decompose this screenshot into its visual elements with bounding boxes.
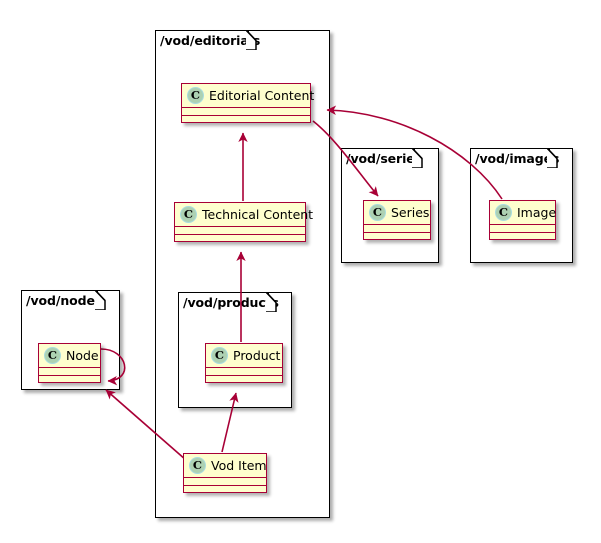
class-header: C Node [39, 344, 100, 368]
class-attributes-compartment [206, 368, 282, 376]
package-editorials-tab[interactable]: /vod/editorials [155, 29, 260, 50]
class-header: C Image [490, 201, 557, 225]
class-name: Vod Item [211, 458, 267, 473]
class-attributes-compartment [39, 368, 100, 376]
package-tab-slant-icon [547, 147, 558, 168]
class-methods-compartment [364, 233, 430, 240]
package-images-tab[interactable]: /vod/images [470, 147, 559, 168]
class-header: C Product [206, 344, 282, 368]
class-technical-content[interactable]: C Technical Content [174, 202, 313, 242]
class-methods-compartment [490, 233, 555, 240]
package-tab-slant-icon [412, 147, 423, 168]
class-name: Editorial Content [209, 88, 315, 103]
class-methods-compartment [39, 376, 100, 383]
class-header: C Series [364, 201, 430, 225]
class-series[interactable]: C Series [363, 200, 431, 240]
package-tab-slant-icon [266, 291, 277, 312]
class-icon: C [44, 347, 61, 364]
class-methods-compartment [182, 116, 310, 123]
class-attributes-compartment [364, 225, 430, 233]
class-name: Image [517, 205, 557, 220]
class-methods-compartment [206, 376, 282, 383]
class-header: C Editorial Content [182, 84, 314, 108]
package-tab-slant-icon [95, 289, 106, 310]
class-header: C Vod Item [184, 454, 267, 478]
class-vod-item[interactable]: C Vod Item [183, 453, 267, 493]
class-image[interactable]: C Image [489, 200, 556, 240]
class-icon: C [495, 204, 512, 221]
class-name: Node [66, 348, 99, 363]
class-icon: C [187, 87, 204, 104]
package-editorials-label: /vod/editorials [160, 32, 261, 48]
class-node[interactable]: C Node [38, 343, 101, 383]
class-name: Series [391, 205, 430, 220]
class-attributes-compartment [175, 227, 305, 235]
class-name: Technical Content [202, 207, 314, 222]
package-series-label: /vod/series [346, 150, 422, 166]
class-methods-compartment [184, 486, 266, 493]
class-attributes-compartment [490, 225, 555, 233]
class-icon: C [369, 204, 386, 221]
class-attributes-compartment [184, 478, 266, 486]
class-icon: C [211, 347, 228, 364]
class-header: C Technical Content [175, 203, 313, 227]
package-tab-slant-icon [246, 29, 257, 50]
class-editorial-content[interactable]: C Editorial Content [181, 83, 314, 123]
class-methods-compartment [175, 235, 305, 242]
class-attributes-compartment [182, 108, 310, 116]
class-icon: C [189, 457, 206, 474]
package-series-tab[interactable]: /vod/series [341, 147, 423, 168]
package-nodes-tab[interactable]: /vod/nodes [21, 289, 106, 310]
package-products-label: /vod/products [183, 294, 279, 310]
class-product[interactable]: C Product [205, 343, 283, 383]
class-icon: C [180, 206, 197, 223]
package-nodes-label: /vod/nodes [26, 292, 103, 308]
package-products-tab[interactable]: /vod/products [178, 291, 279, 312]
class-name: Product [233, 348, 281, 363]
